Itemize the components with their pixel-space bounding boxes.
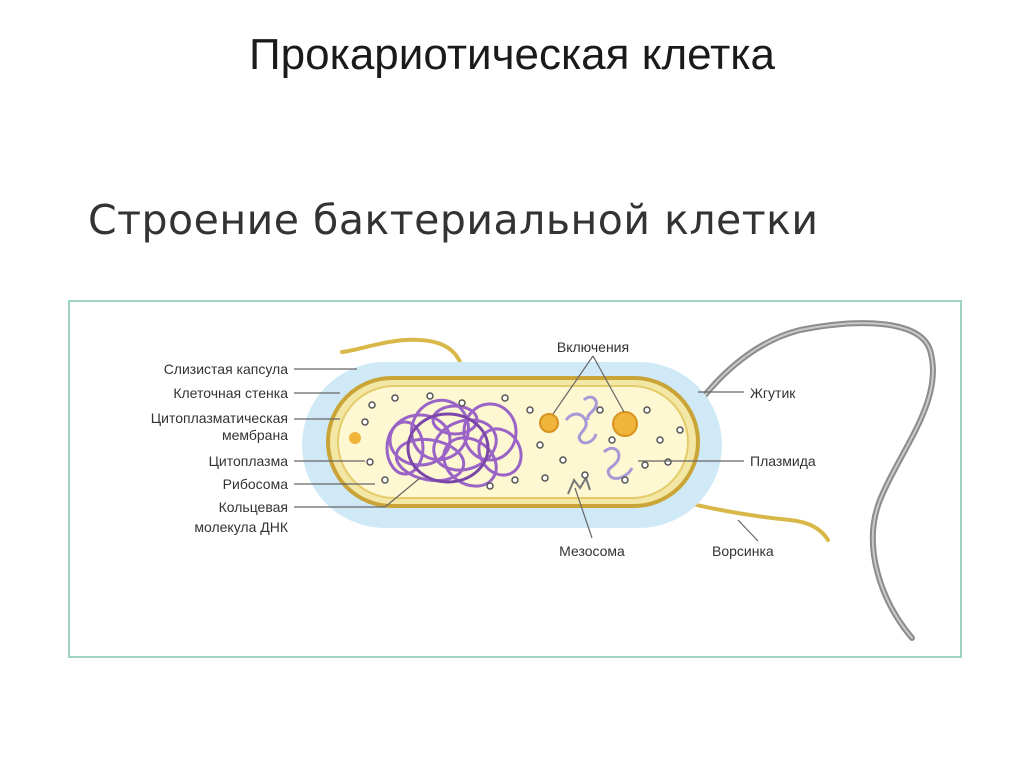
flagellum-shape [685,320,936,641]
ribosome-shape [361,392,684,490]
label-mesosome: Мезосома [559,543,625,559]
label-flagellum: Жгутик [750,385,796,401]
leader-lines [294,355,759,542]
label-dna-line1: Кольцевая [218,499,288,515]
label-cytoplasm: Цитоплазма [208,453,288,469]
plasmid-shape [564,395,634,480]
inclusion-shape [612,411,638,437]
mesosome-shape [567,475,591,495]
label-ribosome: Рибосома [222,476,288,492]
inclusion-shape [349,432,361,444]
label-plasmid: Плазмида [750,453,816,469]
inclusion-shape [539,413,559,433]
label-dna-line2: молекула ДНК [194,519,288,535]
label-cell-wall: Клеточная стенка [173,385,288,401]
diagram-title: Строение бактериальной клетки [88,196,819,244]
label-pilus: Ворсинка [712,543,774,559]
label-inclusions: Включения [556,339,630,355]
label-membrane-line1: Цитоплазматическая [150,410,288,426]
label-capsule: Слизистая капсула [163,361,288,377]
slide-title: Прокариотическая клетка [249,30,775,79]
dna-shape [385,398,523,488]
label-membrane-line2: мембрана [222,427,288,443]
